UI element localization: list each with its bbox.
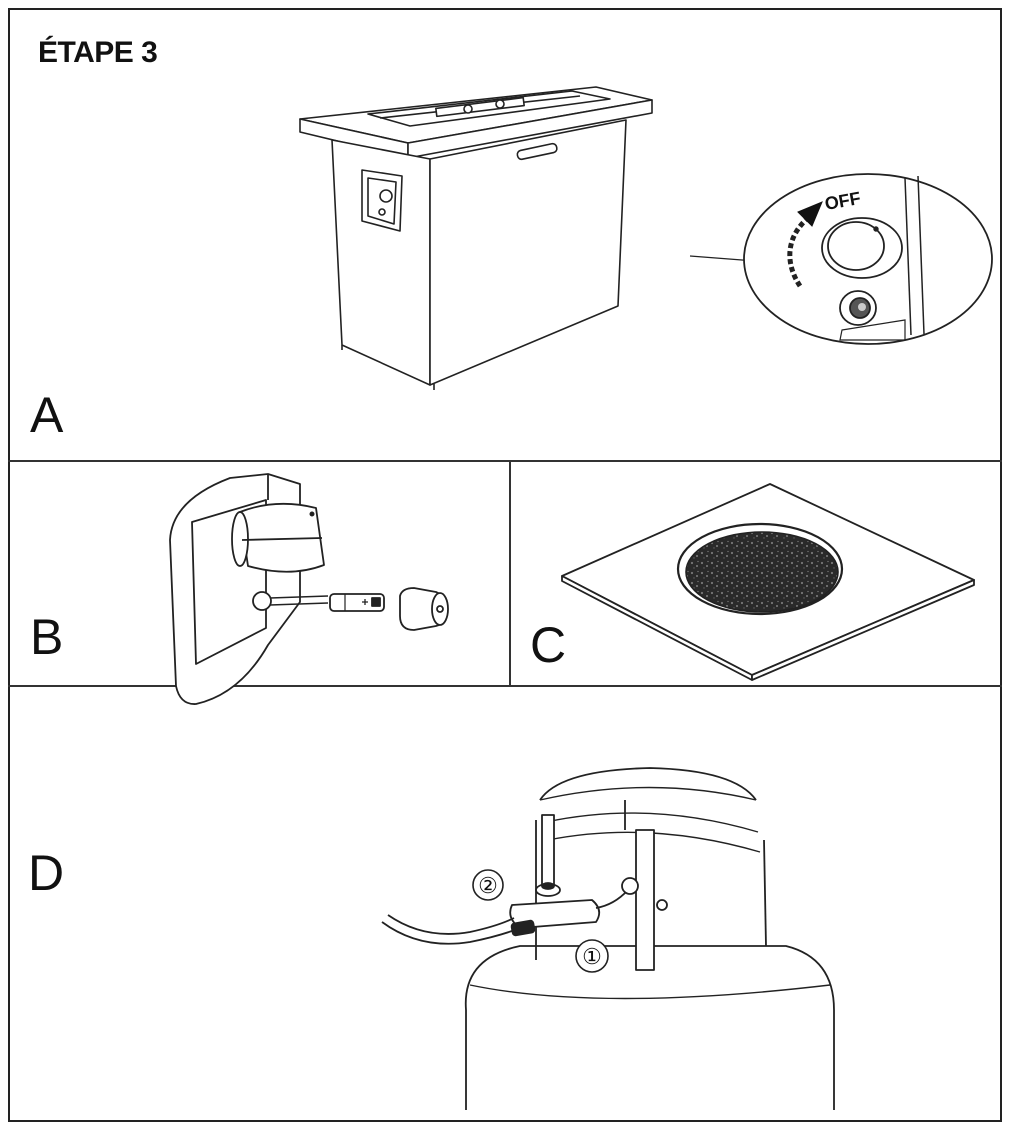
callout-1: ① (582, 944, 602, 969)
divider-b-c (509, 460, 511, 687)
panel-d-letter: D (28, 845, 65, 901)
panel-b-letter: B (30, 609, 64, 665)
fire-table-illustration (299, 86, 756, 390)
instruction-sheet-frame (8, 8, 1002, 1122)
panel-c-letter: C (530, 617, 567, 673)
callout-2: ② (478, 873, 498, 898)
magnified-knob-detail (743, 173, 993, 345)
step-title: ÉTAPE 3 (38, 36, 158, 69)
igniter-battery-illustration (169, 473, 449, 705)
propane-tank-illustration (381, 767, 835, 1110)
panel-a-letter: A (30, 387, 64, 443)
divider-bc-d (8, 685, 1002, 687)
lava-rock-tray-illustration (561, 483, 975, 681)
divider-a-bc (8, 460, 1002, 462)
